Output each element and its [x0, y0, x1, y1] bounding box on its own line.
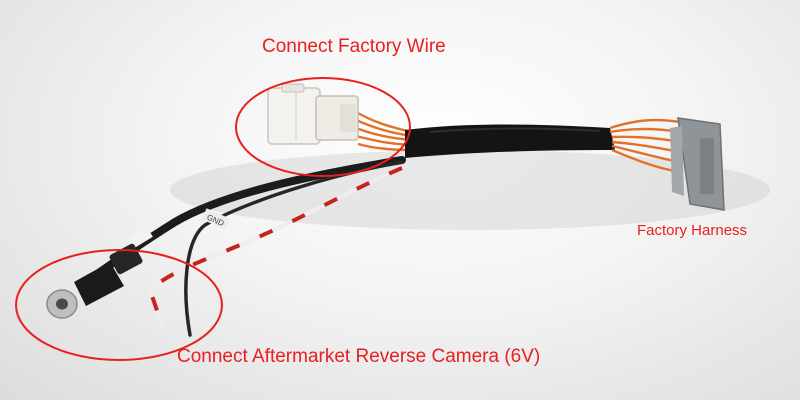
factory-wire-label: Connect Factory Wire — [262, 36, 446, 57]
camera-highlight-circle — [15, 249, 223, 361]
red-wire-stripe — [147, 166, 403, 326]
grey-harness-connector — [670, 117, 725, 211]
sleeve-highlight — [429, 127, 601, 133]
camera-connection-label: Connect Aftermarket Reverse Camera (6V) — [177, 346, 541, 367]
gnd-marker-band — [201, 208, 231, 230]
harness-shadow — [170, 150, 770, 230]
cable-white-band — [129, 227, 153, 248]
white-factory-connector — [267, 83, 359, 145]
rca-plug — [46, 243, 143, 319]
factory-harness-label: Factory Harness — [637, 222, 748, 239]
factory-wire-highlight-circle — [235, 77, 411, 177]
black-fabric-sleeve — [405, 124, 615, 158]
